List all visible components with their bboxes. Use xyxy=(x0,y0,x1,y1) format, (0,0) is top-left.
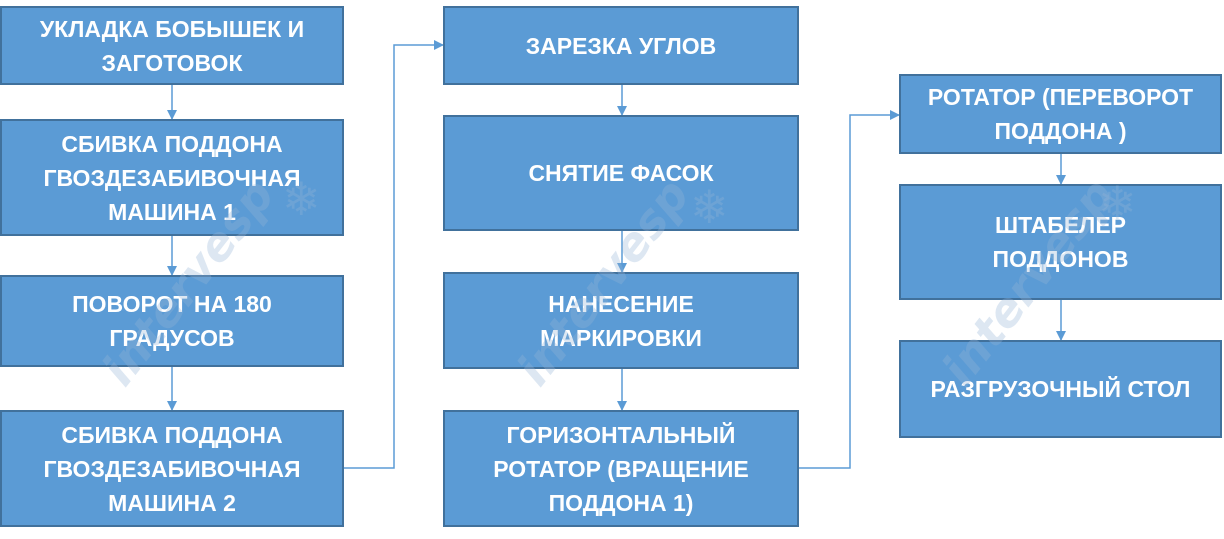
step-label: УКЛАДКА БОБЫШЕК И ЗАГОТОВОК xyxy=(39,15,305,76)
step-label: СНЯТИЕ ФАСОК xyxy=(528,160,714,186)
arrow-s8-s9 xyxy=(799,110,900,469)
step-label: ШТАБЕЛЕР ПОДДОНОВ xyxy=(992,212,1129,272)
step-label: ЗАРЕЗКА УГЛОВ xyxy=(525,32,717,59)
step-box-horizontal-rotator: ГОРИЗОНТАЛЬНЫЙ РОТАТОР (ВРАЩЕНИЕ ПОДДОНА… xyxy=(443,410,799,527)
step-box-chamfering: СНЯТИЕ ФАСОК xyxy=(443,115,799,231)
step-box-corner-cutting: ЗАРЕЗКА УГЛОВ xyxy=(443,6,799,85)
step-label: РОТАТОР (ПЕРЕВОРОТ ПОДДОНА ) xyxy=(927,84,1194,144)
step-label: СБИВКА ПОДДОНА ГВОЗДЕЗАБИВОЧНАЯ МАШИНА 2 xyxy=(43,421,301,516)
step-box-laying-blocks: УКЛАДКА БОБЫШЕК И ЗАГОТОВОК xyxy=(0,6,344,85)
step-label: СБИВКА ПОДДОНА ГВОЗДЕЗАБИВОЧНАЯ МАШИНА 1 xyxy=(43,130,301,225)
step-label: ПОВОРОТ НА 180 ГРАДУСОВ xyxy=(72,291,272,351)
arrow-s4-s5 xyxy=(344,40,444,469)
step-box-unloading-table: РАЗГРУЗОЧНЫЙ СТОЛ xyxy=(899,340,1222,438)
step-box-nailing-machine-2: СБИВКА ПОДДОНА ГВОЗДЕЗАБИВОЧНАЯ МАШИНА 2 xyxy=(0,410,344,527)
step-box-rotate-180: ПОВОРОТ НА 180 ГРАДУСОВ xyxy=(0,275,344,367)
step-box-pallet-stacker: ШТАБЕЛЕР ПОДДОНОВ xyxy=(899,184,1222,300)
step-box-marking: НАНЕСЕНИЕ МАРКИРОВКИ xyxy=(443,272,799,369)
step-label: ГОРИЗОНТАЛЬНЫЙ РОТАТОР (ВРАЩЕНИЕ ПОДДОНА… xyxy=(493,421,749,516)
step-label: НАНЕСЕНИЕ МАРКИРОВКИ xyxy=(540,290,702,351)
step-box-nailing-machine-1: СБИВКА ПОДДОНА ГВОЗДЕЗАБИВОЧНАЯ МАШИНА 1 xyxy=(0,119,344,236)
step-box-flip-rotator: РОТАТОР (ПЕРЕВОРОТ ПОДДОНА ) xyxy=(899,74,1222,154)
step-label: РАЗГРУЗОЧНЫЙ СТОЛ xyxy=(930,376,1191,402)
